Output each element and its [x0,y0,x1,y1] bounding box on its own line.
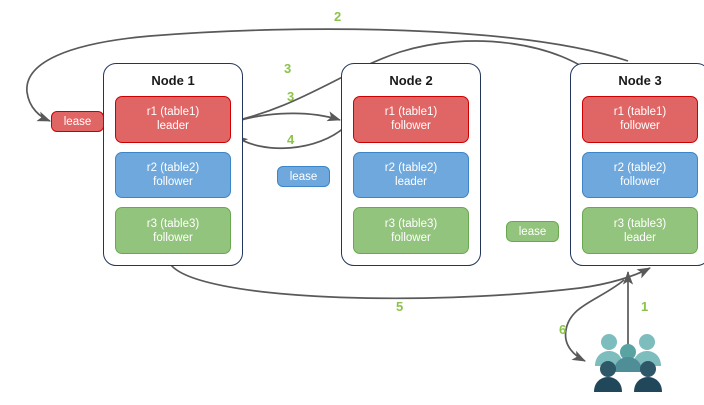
lease-badge-blue[interactable]: lease [277,166,330,187]
node-2-container[interactable]: Node 2 r1 (table1) follower r2 (table2) … [341,63,481,266]
node-2-replica-r2[interactable]: r2 (table2) leader [353,151,469,199]
node-1-replica-r1-name: r1 (table1) [146,106,200,119]
node-3-replica-r3-role: leader [624,231,656,244]
node-1-replicas: r1 (table1) leader r2 (table2) follower … [115,96,231,255]
edge-label-3-upper: 3 [284,61,292,76]
node-1-replica-r3-name: r3 (table3) [146,217,200,230]
node-1-replica-r3[interactable]: r3 (table3) follower [115,207,231,255]
edge-label-2: 2 [334,9,342,24]
edge-label-4: 4 [287,132,295,147]
edge-label-1: 1 [641,299,649,314]
node-2-replica-r3[interactable]: r3 (table3) follower [353,207,469,255]
node-1-container[interactable]: Node 1 r1 (table1) leader r2 (table2) fo… [103,63,243,266]
node-3-replicas: r1 (table1) follower r2 (table2) followe… [582,96,698,255]
node-1-replica-r1-role: leader [157,120,189,133]
node-1-replica-r1[interactable]: r1 (table1) leader [115,96,231,143]
node-2-replica-r1[interactable]: r1 (table1) follower [353,96,469,143]
node-2-replica-r2-name: r2 (table2) [384,162,438,174]
node-3-replica-r2[interactable]: r2 (table2) follower [582,151,698,199]
node-2-title: Node 2 [389,73,433,88]
node-2-replica-r3-role: follower [391,231,431,244]
edge-5-path [170,264,651,300]
node-2-replica-r2-role: leader [395,176,427,188]
node-3-replica-r3[interactable]: r3 (table3) leader [582,207,698,255]
node-3-title: Node 3 [618,73,662,88]
node-3-replica-r1[interactable]: r1 (table1) follower [582,96,698,143]
edge-2-path [26,28,629,122]
node-3-replica-r1-role: follower [620,120,660,133]
edge-label-5: 5 [396,299,404,314]
node-1-replica-r2-role: follower [153,176,193,188]
edge-label-6: 6 [559,322,567,337]
node-3-replica-r3-name: r3 (table3) [613,217,667,230]
node-2-replicas: r1 (table1) follower r2 (table2) leader … [353,96,469,255]
node-1-replica-r3-role: follower [153,231,193,244]
node-1-replica-r2[interactable]: r2 (table2) follower [115,151,231,199]
node-2-replica-r3-name: r3 (table3) [384,217,438,230]
edge-4-path [234,125,347,150]
node-3-container[interactable]: Node 3 r1 (table1) follower r2 (table2) … [570,63,704,266]
node-3-replica-r2-role: follower [620,176,660,188]
lease-badge-green[interactable]: lease [506,221,559,242]
node-3-replica-r1-name: r1 (table1) [613,106,667,119]
edge-6-path [564,279,625,362]
node-3-replica-r2-name: r2 (table2) [613,162,667,174]
edge-label-3-lower: 3 [287,89,295,104]
lease-badge-red[interactable]: lease [51,111,104,132]
users-group-icon [594,334,662,392]
node-2-replica-r1-role: follower [391,120,431,133]
node-2-replica-r1-name: r1 (table1) [384,106,438,119]
node-1-title: Node 1 [151,73,195,88]
node-1-replica-r2-name: r2 (table2) [146,162,200,174]
